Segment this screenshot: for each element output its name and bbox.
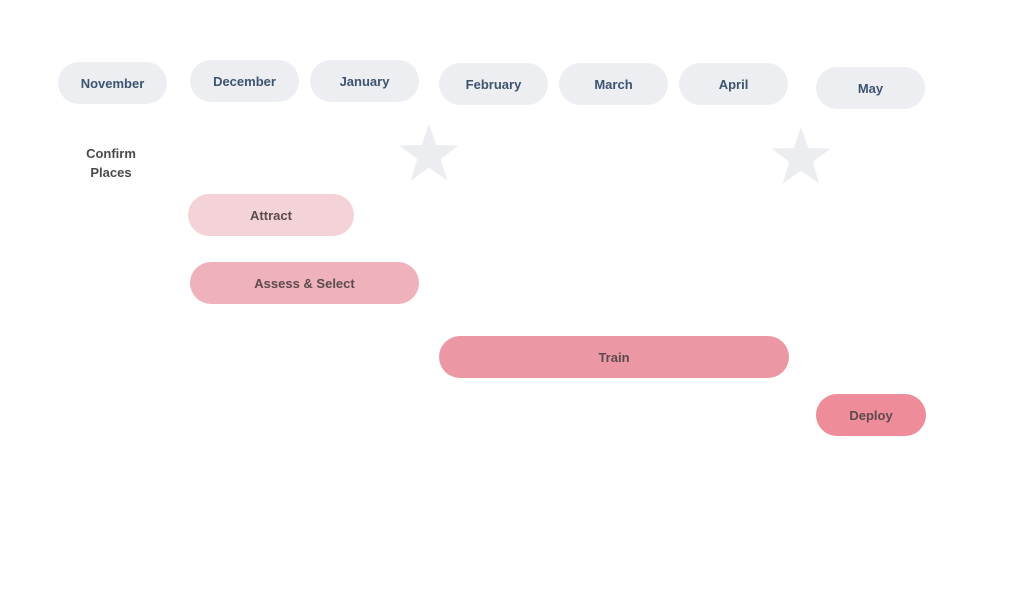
- milestone-label-line1: Confirm: [86, 146, 136, 161]
- month-may: May: [816, 67, 925, 109]
- phase-attract: Attract: [188, 194, 354, 236]
- month-march: March: [559, 63, 668, 105]
- month-november: November: [58, 62, 167, 104]
- milestone-label: Confirm Places: [70, 144, 152, 182]
- month-january: January: [310, 60, 419, 102]
- month-february: February: [439, 63, 548, 105]
- phase-train: Train: [439, 336, 789, 378]
- month-december: December: [190, 60, 299, 102]
- month-april: April: [679, 63, 788, 105]
- phase-assess-select: Assess & Select: [190, 262, 419, 304]
- phase-deploy: Deploy: [816, 394, 926, 436]
- milestone-label-line2: Places: [90, 165, 132, 180]
- star-icon: [399, 124, 459, 181]
- star-icon: [771, 127, 831, 184]
